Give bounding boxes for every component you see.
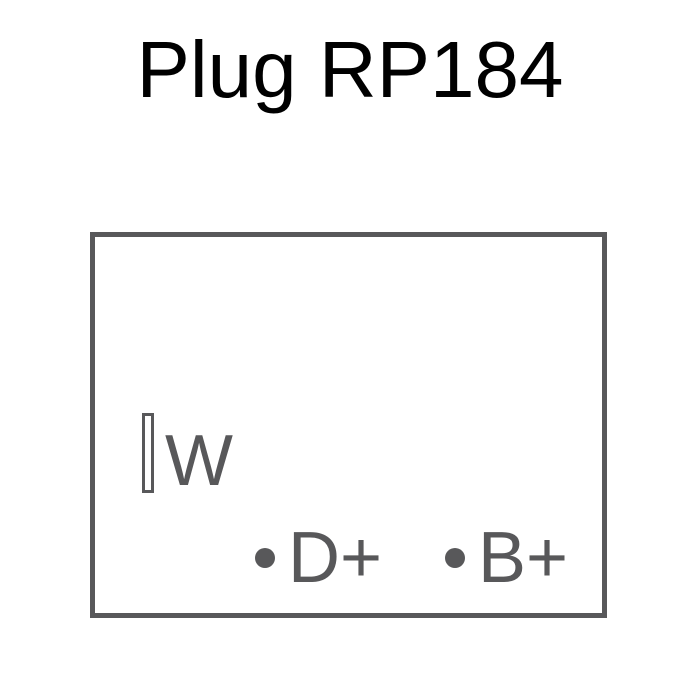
diagram-title: Plug RP184 — [136, 25, 564, 114]
pin-w-slot-marker — [142, 413, 154, 493]
pin-w-label: W — [165, 421, 233, 501]
pin-d-plus-label: D+ — [288, 518, 383, 598]
pin-b-plus-dot-marker — [445, 548, 465, 568]
plug-outline: W D+ B+ — [90, 232, 607, 618]
pin-b-plus-label: B+ — [478, 518, 569, 598]
pin-d-plus-dot-marker — [255, 548, 275, 568]
